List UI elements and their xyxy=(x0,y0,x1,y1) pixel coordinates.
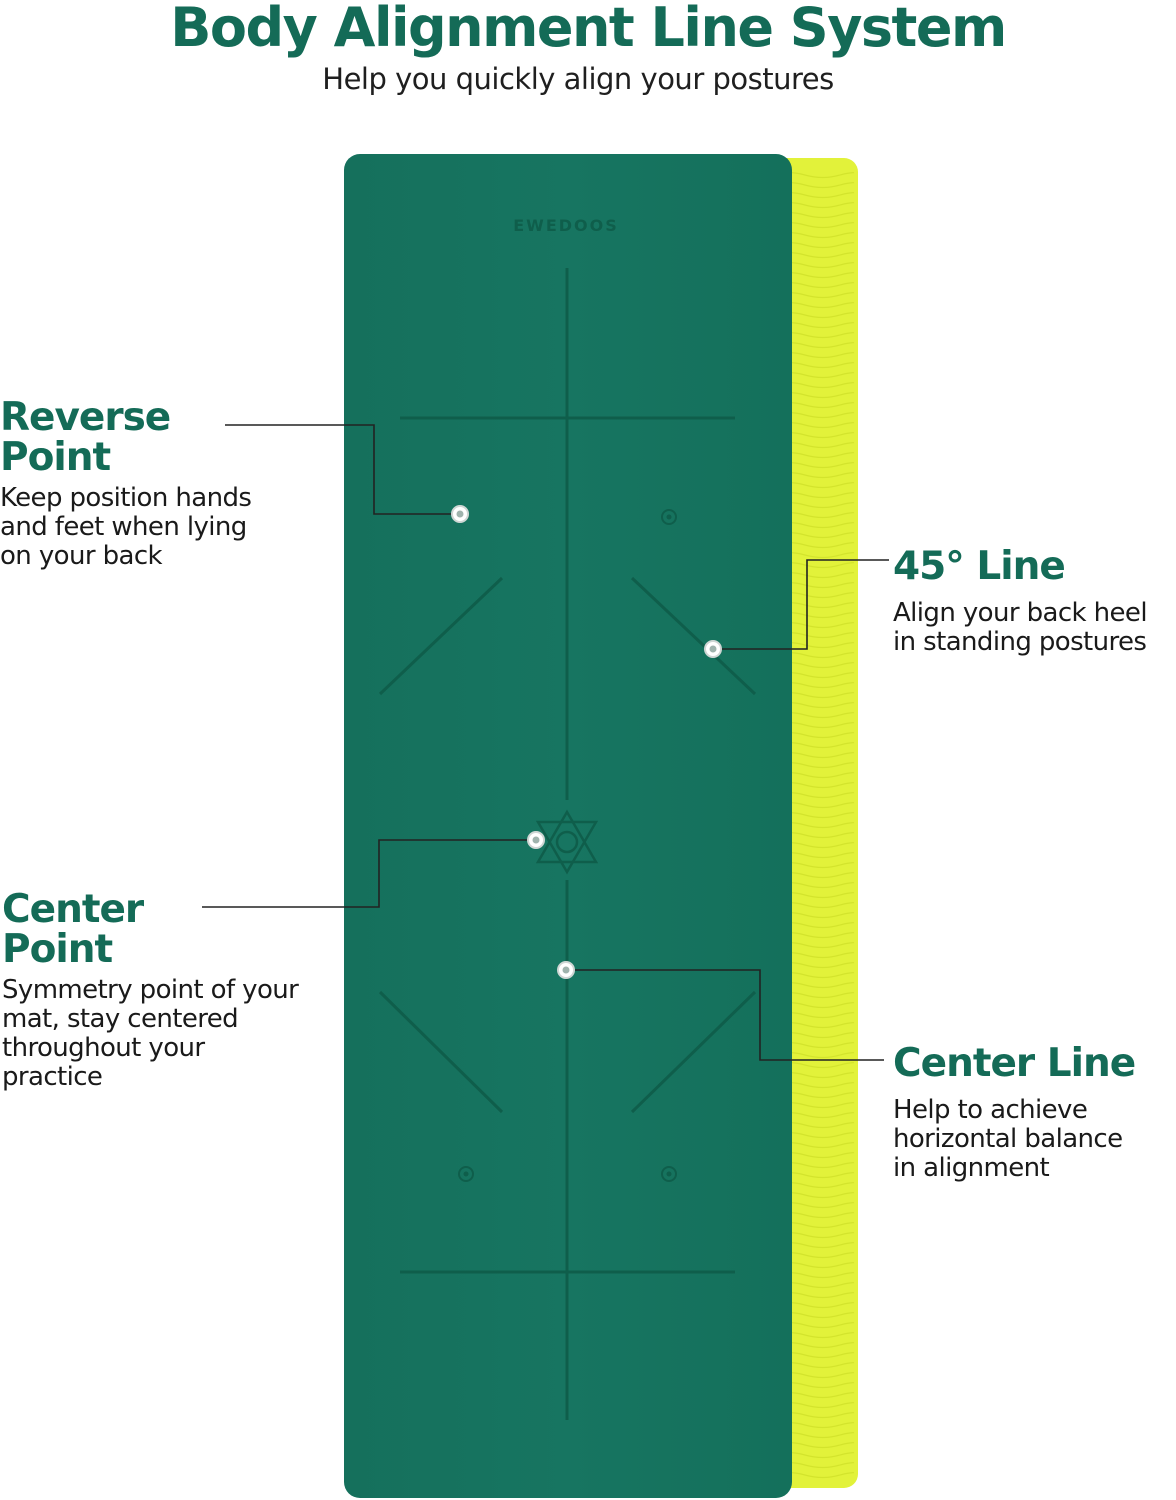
callout-body-line: on your back xyxy=(0,541,163,571)
callout-dot-inner xyxy=(532,836,540,844)
callout-dots xyxy=(451,505,722,979)
callout-body-line: Symmetry point of your xyxy=(2,975,299,1005)
callout-dot-inner xyxy=(709,645,717,653)
callout-body-line: mat, stay centered xyxy=(2,1004,239,1034)
callout-body-line: Help to achieve xyxy=(893,1095,1088,1125)
leader-45-line xyxy=(713,559,889,650)
mat-brand-mark: EWEDOOS xyxy=(513,216,619,235)
callout-title: Center Point xyxy=(2,890,342,970)
reverse-point-marker xyxy=(458,1166,474,1182)
callout-title-line: Reverse xyxy=(0,395,171,440)
callout-body-line: and feet when lying xyxy=(0,512,247,542)
page-subtitle: Help you quickly align your postures xyxy=(322,62,834,96)
mat-side-texture xyxy=(790,170,854,1480)
callout-title-line: Point xyxy=(2,927,113,972)
callout-description: Symmetry point of your mat, stay centere… xyxy=(2,976,342,1092)
alignment-lines xyxy=(378,268,757,1420)
callout-title-line: Center Line xyxy=(893,1041,1136,1086)
callout-description: Align your back heel in standing posture… xyxy=(893,599,1176,657)
leader-center-point xyxy=(202,839,536,908)
reverse-point-markers xyxy=(458,509,677,1182)
callout-center-line: Center Line Help to achieve horizontal b… xyxy=(893,1044,1176,1183)
center-star-icon xyxy=(535,809,599,875)
callout-body-line: in alignment xyxy=(893,1153,1050,1183)
callout-center-point: Center Point Symmetry point of your mat,… xyxy=(2,890,342,1092)
leader-center-line xyxy=(566,969,884,1061)
callout-body-line: horizontal balance xyxy=(893,1124,1123,1154)
callout-body-line: in standing postures xyxy=(893,627,1147,657)
callout-title: Reverse Point xyxy=(0,398,320,478)
page-title: Body Alignment Line System xyxy=(170,0,1007,59)
callout-body-line: practice xyxy=(2,1062,103,1092)
reverse-point-marker xyxy=(661,1166,677,1182)
reverse-point-marker xyxy=(661,509,677,525)
callout-description: Help to achieve horizontal balance in al… xyxy=(893,1096,1176,1183)
callout-description: Keep position hands and feet when lying … xyxy=(0,484,320,571)
leader-lines xyxy=(202,424,889,1061)
reverse-point-marker-dot xyxy=(666,514,672,520)
leader-reverse-point xyxy=(225,424,460,515)
callout-title-line: Point xyxy=(0,435,111,480)
callout-title-line: 45° Line xyxy=(893,544,1066,589)
callout-title: 45° Line xyxy=(893,547,1176,587)
callout-dot-inner xyxy=(456,510,464,518)
mat-surface xyxy=(344,154,792,1498)
callout-45-line: 45° Line Align your back heel in standin… xyxy=(893,547,1176,657)
callout-title: Center Line xyxy=(893,1044,1176,1084)
diagonal-line-upper-left xyxy=(378,576,504,696)
callout-reverse-point: Reverse Point Keep position hands and fe… xyxy=(0,398,320,571)
callout-body-line: throughout your xyxy=(2,1033,205,1063)
diagonal-line-upper-right xyxy=(630,576,757,696)
callout-body-line: Align your back heel xyxy=(893,598,1148,628)
reverse-point-marker-dot xyxy=(666,1171,672,1177)
callout-dot-inner xyxy=(562,966,570,974)
callout-body-line: Keep position hands xyxy=(0,483,252,513)
callout-title-line: Center xyxy=(2,887,144,932)
reverse-point-marker-dot xyxy=(463,1171,469,1177)
diagonal-line-lower-left xyxy=(378,990,504,1114)
diagonal-line-lower-right xyxy=(630,990,757,1114)
